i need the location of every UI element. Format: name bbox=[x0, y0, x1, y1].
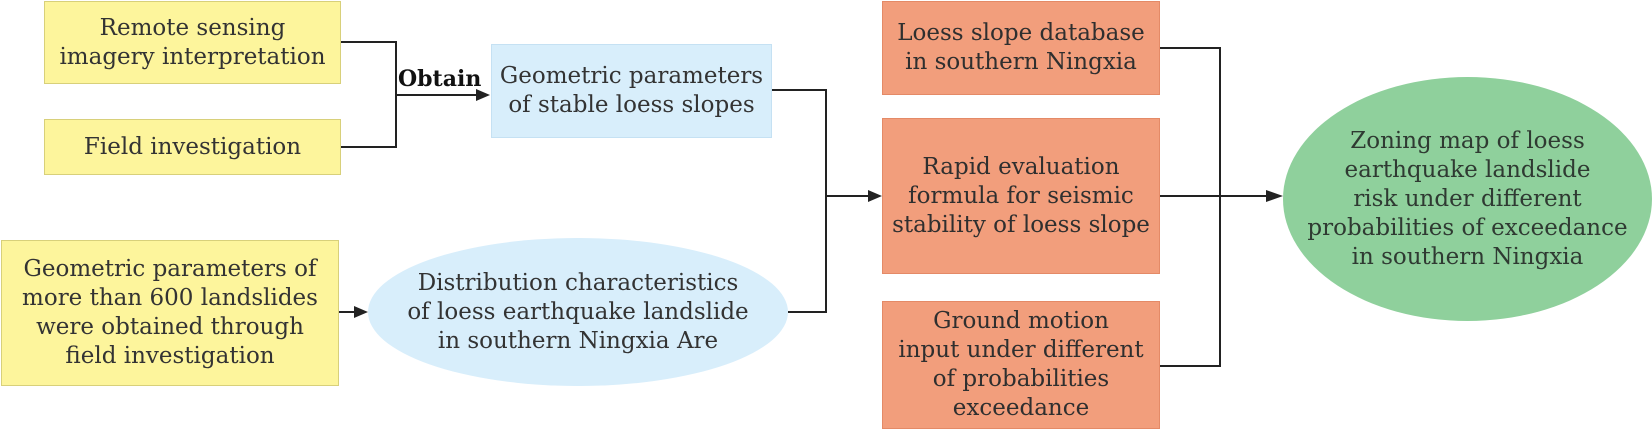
obtain-label: Obtain bbox=[398, 66, 482, 92]
distribution-characteristics-ellipse: Distribution characteristics of loess ea… bbox=[368, 238, 788, 386]
loess-database-text: Loess slope database in southern Ningxia bbox=[897, 20, 1145, 75]
arrowhead-distribution bbox=[354, 306, 368, 318]
remote-sensing-text: Remote sensing imagery interpretation bbox=[59, 14, 326, 70]
arrowhead-rapid bbox=[868, 190, 882, 202]
distribution-characteristics-text: Distribution characteristics of loess ea… bbox=[407, 269, 749, 354]
connector-merge-right bbox=[1160, 47, 1221, 367]
landslide-parameters-box: Geometric parameters of more than 600 la… bbox=[1, 240, 339, 386]
rapid-evaluation-text: Rapid evaluation formula for seismic sta… bbox=[892, 153, 1150, 238]
stable-slope-parameters-box: Geometric parameters of stable loess slo… bbox=[491, 44, 772, 138]
loess-database-box: Loess slope database in southern Ningxia bbox=[882, 1, 1160, 95]
remote-sensing-box: Remote sensing imagery interpretation bbox=[44, 1, 341, 84]
field-investigation-box: Field investigation bbox=[44, 119, 341, 175]
stable-slope-parameters-text: Geometric parameters of stable loess slo… bbox=[499, 63, 764, 118]
connector-merge-left bbox=[772, 89, 827, 313]
arrowhead-zoning bbox=[1266, 190, 1283, 202]
landslide-parameters-text: Geometric parameters of more than 600 la… bbox=[22, 256, 318, 369]
rapid-evaluation-box: Rapid evaluation formula for seismic sta… bbox=[882, 118, 1160, 274]
zoning-map-ellipse: Zoning map of loess earthquake landslide… bbox=[1283, 77, 1652, 321]
field-investigation-text: Field investigation bbox=[83, 133, 302, 160]
zoning-map-text: Zoning map of loess earthquake landslide… bbox=[1307, 127, 1628, 270]
ground-motion-text: Ground motion input under different of p… bbox=[898, 308, 1144, 421]
ground-motion-box: Ground motion input under different of p… bbox=[882, 301, 1160, 429]
connector-remote-sensing bbox=[341, 41, 397, 148]
arrowhead-obtain bbox=[476, 89, 490, 101]
